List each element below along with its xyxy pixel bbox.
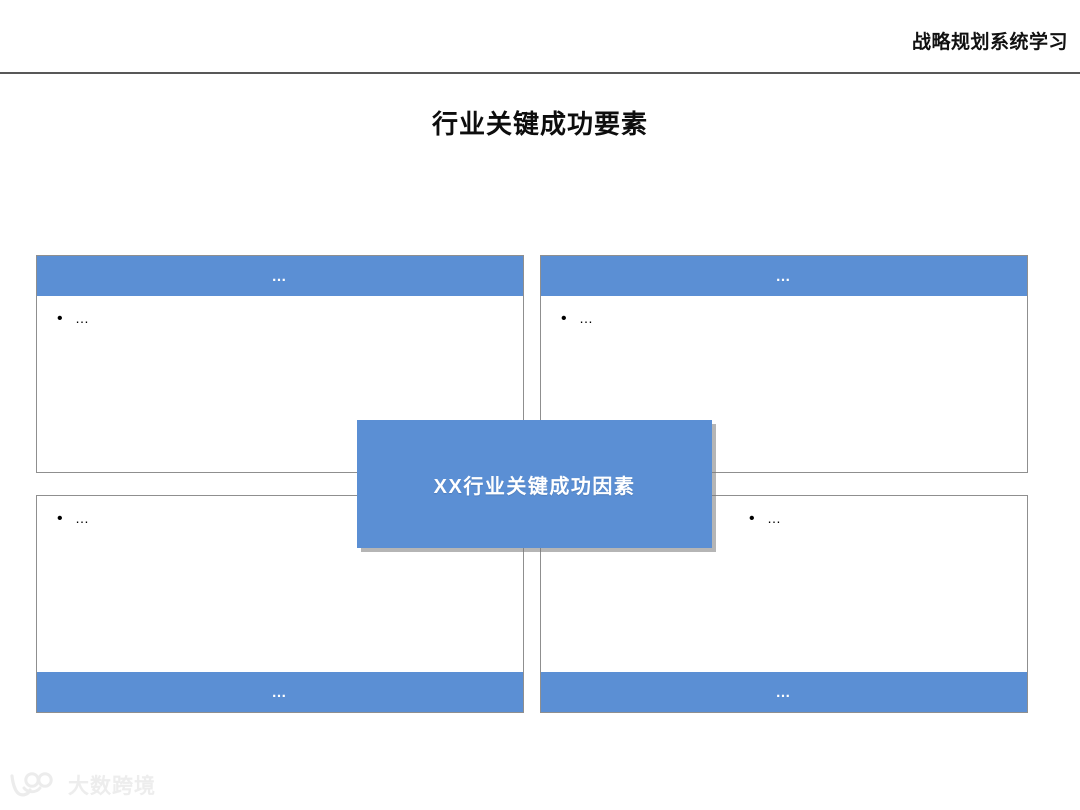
bullet-text: … bbox=[75, 510, 91, 526]
bullet-text: … bbox=[75, 310, 91, 326]
bullet-icon: • bbox=[561, 310, 567, 327]
page-title: 行业关键成功要素 bbox=[431, 109, 648, 139]
watermark-text: 大数跨境 bbox=[68, 775, 156, 798]
quadrant-top-right-header: … bbox=[541, 256, 1027, 296]
list-item: • … bbox=[749, 510, 783, 527]
list-item: • … bbox=[57, 310, 91, 327]
quadrant-bottom-right-header: … bbox=[541, 672, 1027, 712]
slide-header: 战略规划系统学习 bbox=[0, 0, 1080, 74]
dashujingjing-logo-icon bbox=[8, 772, 60, 798]
bullet-icon: • bbox=[57, 310, 63, 327]
bullet-text: … bbox=[579, 310, 595, 326]
list-item: • … bbox=[561, 310, 595, 327]
center-ksf-label: XX行业关键成功因素 bbox=[433, 475, 636, 498]
bullet-icon: • bbox=[57, 510, 63, 527]
bullet-text: … bbox=[767, 510, 783, 526]
center-ksf-box[interactable]: XX行业关键成功因素 bbox=[357, 420, 712, 548]
watermark: 大数跨境 bbox=[8, 770, 156, 800]
header-title: 战略规划系统学习 bbox=[911, 32, 1068, 53]
list-item: • … bbox=[57, 510, 91, 527]
bullet-icon: • bbox=[749, 510, 755, 527]
quadrant-top-left-header: … bbox=[37, 256, 523, 296]
header-divider bbox=[0, 72, 1080, 74]
quadrant-bottom-left-header: … bbox=[37, 672, 523, 712]
